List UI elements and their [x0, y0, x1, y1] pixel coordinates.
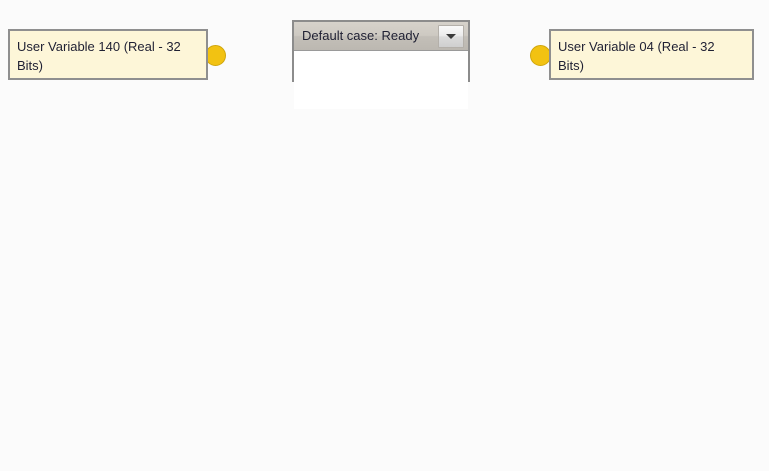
- case-widget[interactable]: Default case: Ready: [292, 20, 470, 109]
- output-connector-left-node[interactable]: [205, 45, 226, 66]
- input-connector-right-node[interactable]: [530, 45, 551, 66]
- node-label: User Variable 04 (Real - 32 Bits): [558, 39, 715, 73]
- node-user-variable-04[interactable]: User Variable 04 (Real - 32 Bits): [549, 29, 754, 80]
- case-body-panel[interactable]: [294, 51, 468, 109]
- node-user-variable-140[interactable]: User Variable 140 (Real - 32 Bits): [8, 29, 208, 80]
- chevron-down-glyph: [446, 33, 456, 39]
- node-label: User Variable 140 (Real - 32 Bits): [17, 39, 181, 73]
- case-combo-selected-value: Default case: Ready: [302, 28, 420, 43]
- case-combo-select[interactable]: Default case: Ready: [294, 22, 468, 51]
- chevron-down-icon[interactable]: [438, 24, 464, 48]
